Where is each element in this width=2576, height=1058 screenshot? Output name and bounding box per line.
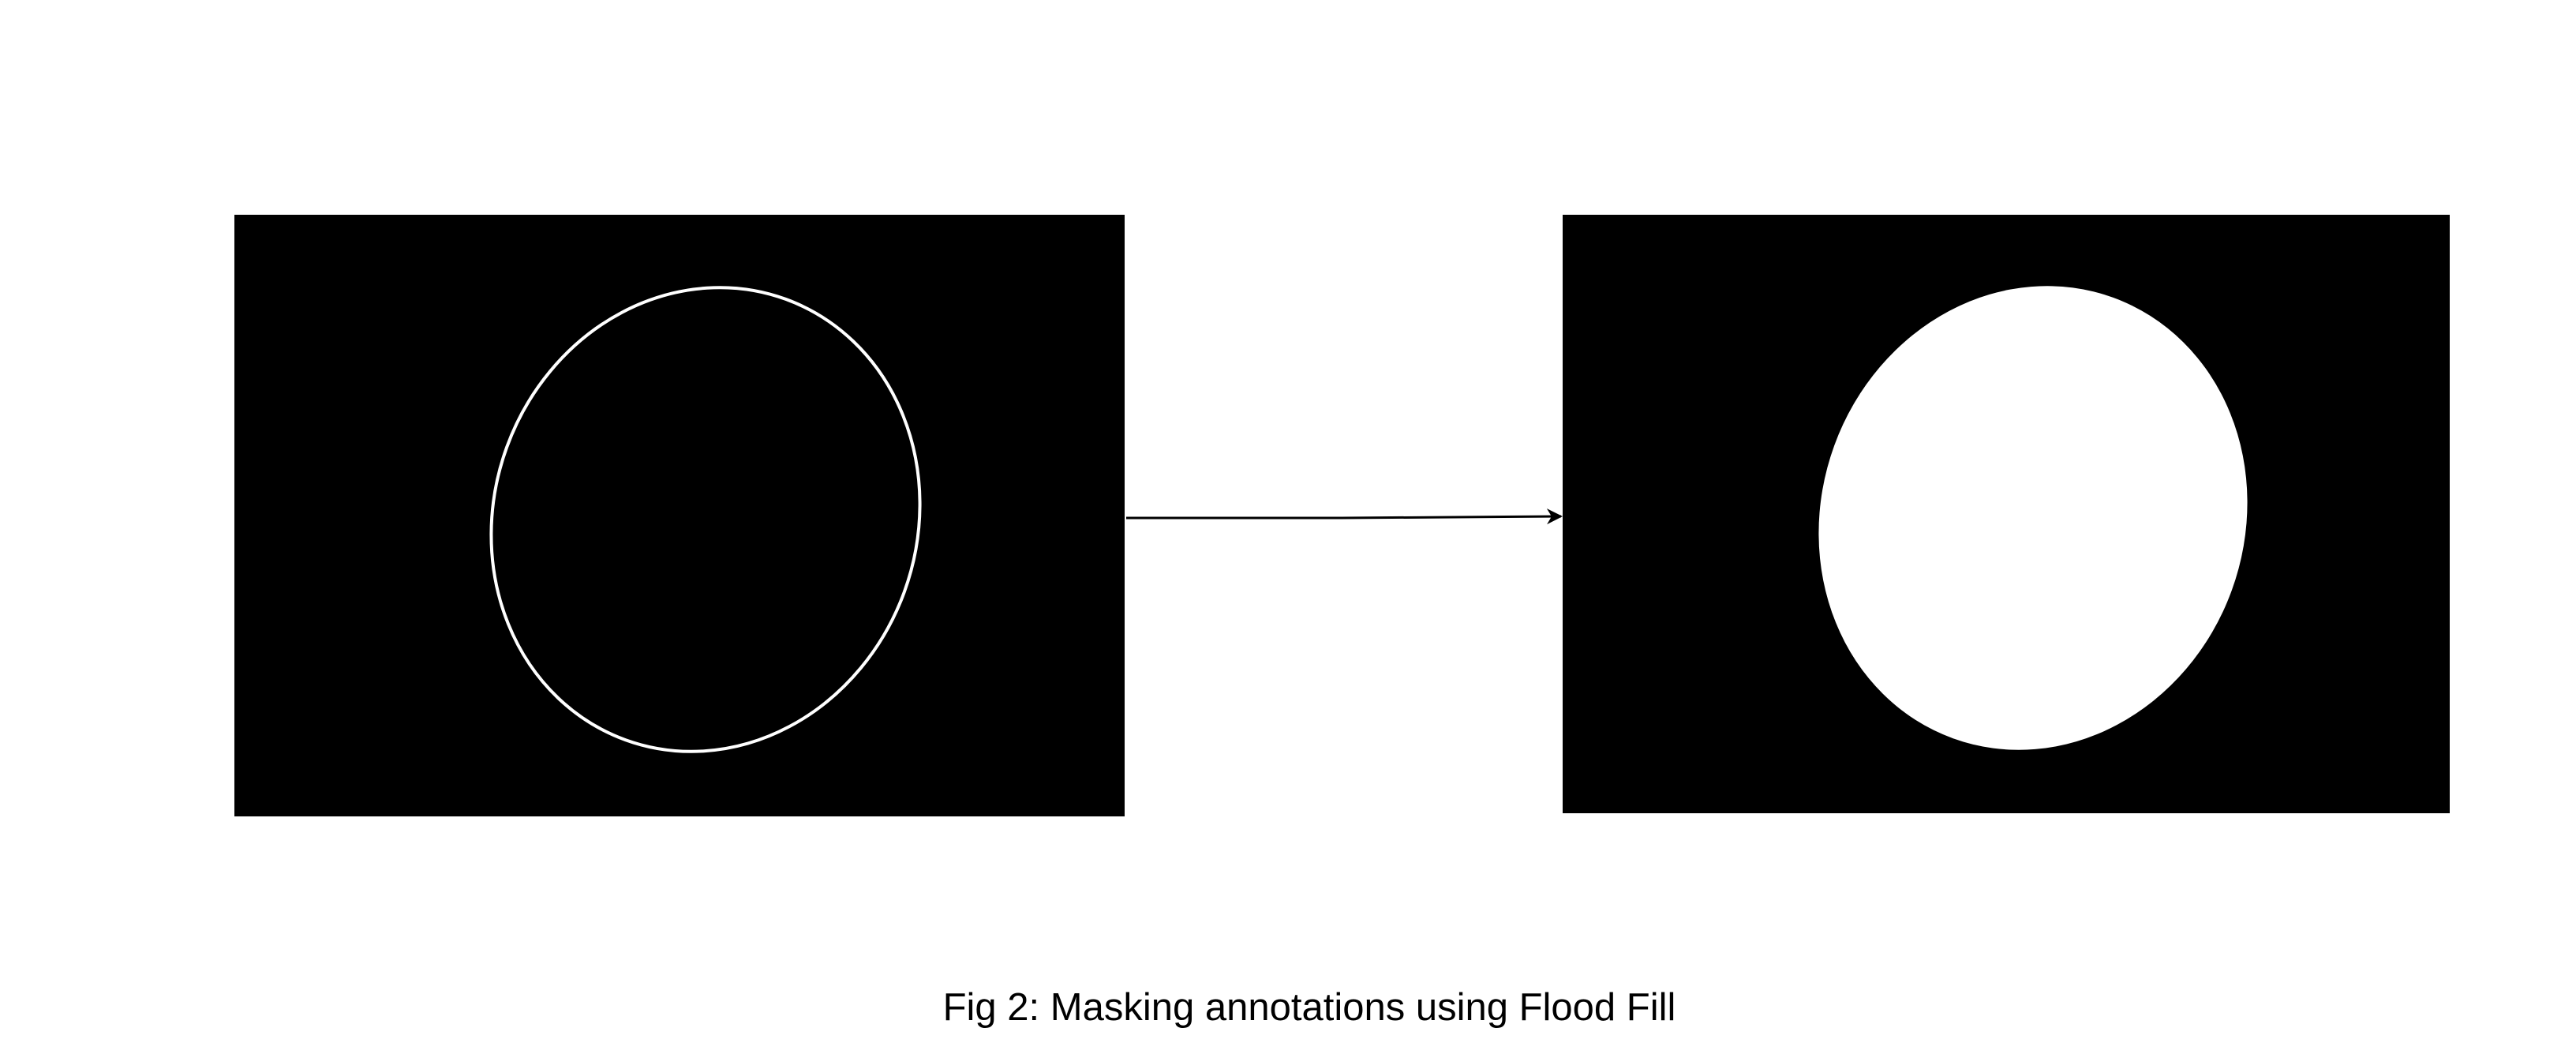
figure-caption: Fig 2: Masking annotations using Flood F… bbox=[942, 986, 1676, 1029]
outline-panel bbox=[234, 215, 1125, 816]
outline-panel-background bbox=[234, 215, 1125, 816]
flood-fill-arrow bbox=[1126, 508, 1563, 525]
filled-mask-panel bbox=[1563, 215, 2450, 813]
arrow-line bbox=[1126, 508, 1563, 525]
annotation-outline-ellipse bbox=[489, 286, 922, 753]
filled-mask-ellipse bbox=[1818, 286, 2248, 750]
